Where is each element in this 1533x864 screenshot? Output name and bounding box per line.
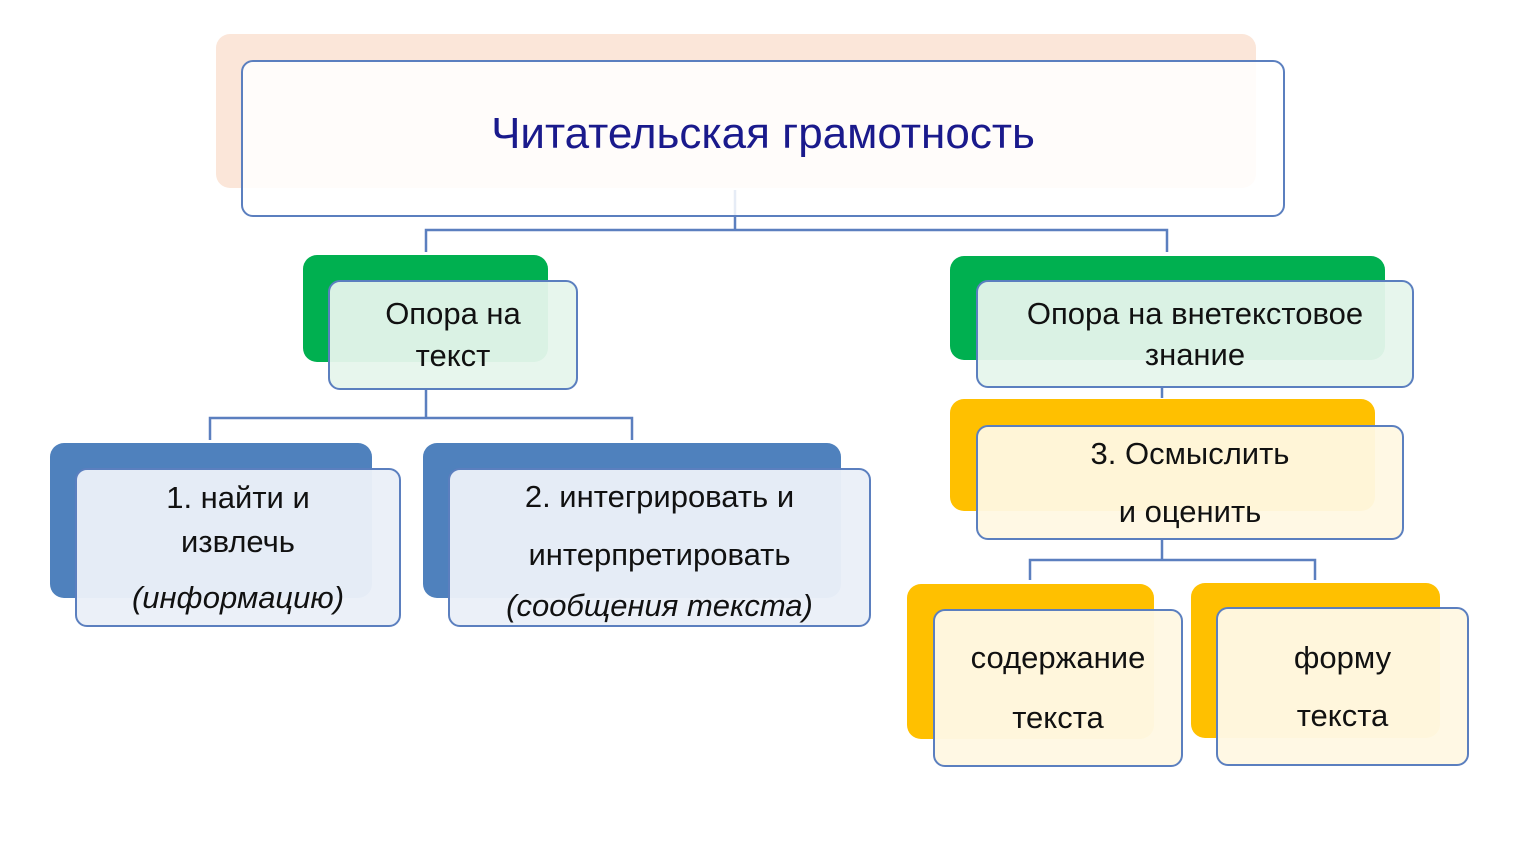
knowledge-branch-line2: знание bbox=[1144, 337, 1246, 372]
evaluate-leaf-box: 3. Осмыслить и оценить bbox=[976, 425, 1404, 540]
knowledge-branch-box: Опора на внетекстовое знание bbox=[976, 280, 1414, 388]
find-leaf-line1: 1. найти и bbox=[166, 479, 310, 515]
integrate-leaf-line2: интерпретировать bbox=[528, 536, 791, 572]
form-leaf-line1: форму bbox=[1293, 639, 1392, 675]
knowledge-branch-line1: Опора на внетекстовое bbox=[1026, 296, 1364, 331]
find-leaf-box: 1. найти и извлечь (информацию) bbox=[75, 468, 401, 627]
text-branch-box: Опора на текст bbox=[328, 280, 578, 390]
content-leaf-line2: текста bbox=[1012, 700, 1104, 735]
text-branch-line1: Опора на bbox=[385, 296, 521, 331]
integrate-leaf-line1: 2. интегрировать и bbox=[524, 478, 795, 514]
evaluate-to-leaves-connector bbox=[1028, 558, 1317, 580]
root-to-branches-connector bbox=[424, 228, 1169, 252]
evaluate-leaf-line1: 3. Осмыслить bbox=[1090, 435, 1290, 471]
root-box: Читательская грамотность bbox=[241, 60, 1285, 217]
integrate-leaf-box: 2. интегрировать и интерпретировать (соо… bbox=[448, 468, 871, 627]
form-leaf-line2: текста bbox=[1296, 697, 1389, 733]
find-leaf-line2: извлечь bbox=[181, 523, 295, 559]
root-title: Читательская грамотность bbox=[491, 108, 1035, 158]
text-branch-line2: текст bbox=[415, 338, 491, 373]
form-leaf-box: форму текста bbox=[1216, 607, 1469, 766]
text-to-leaves-connector bbox=[208, 416, 634, 440]
evaluate-leaf-line2: и оценить bbox=[1118, 493, 1262, 529]
content-leaf-box: содержание текста bbox=[933, 609, 1183, 767]
integrate-leaf-line3: (сообщения текста) bbox=[506, 587, 813, 623]
content-leaf-line1: содержание bbox=[970, 640, 1146, 675]
find-leaf-line3: (информацию) bbox=[131, 579, 345, 615]
